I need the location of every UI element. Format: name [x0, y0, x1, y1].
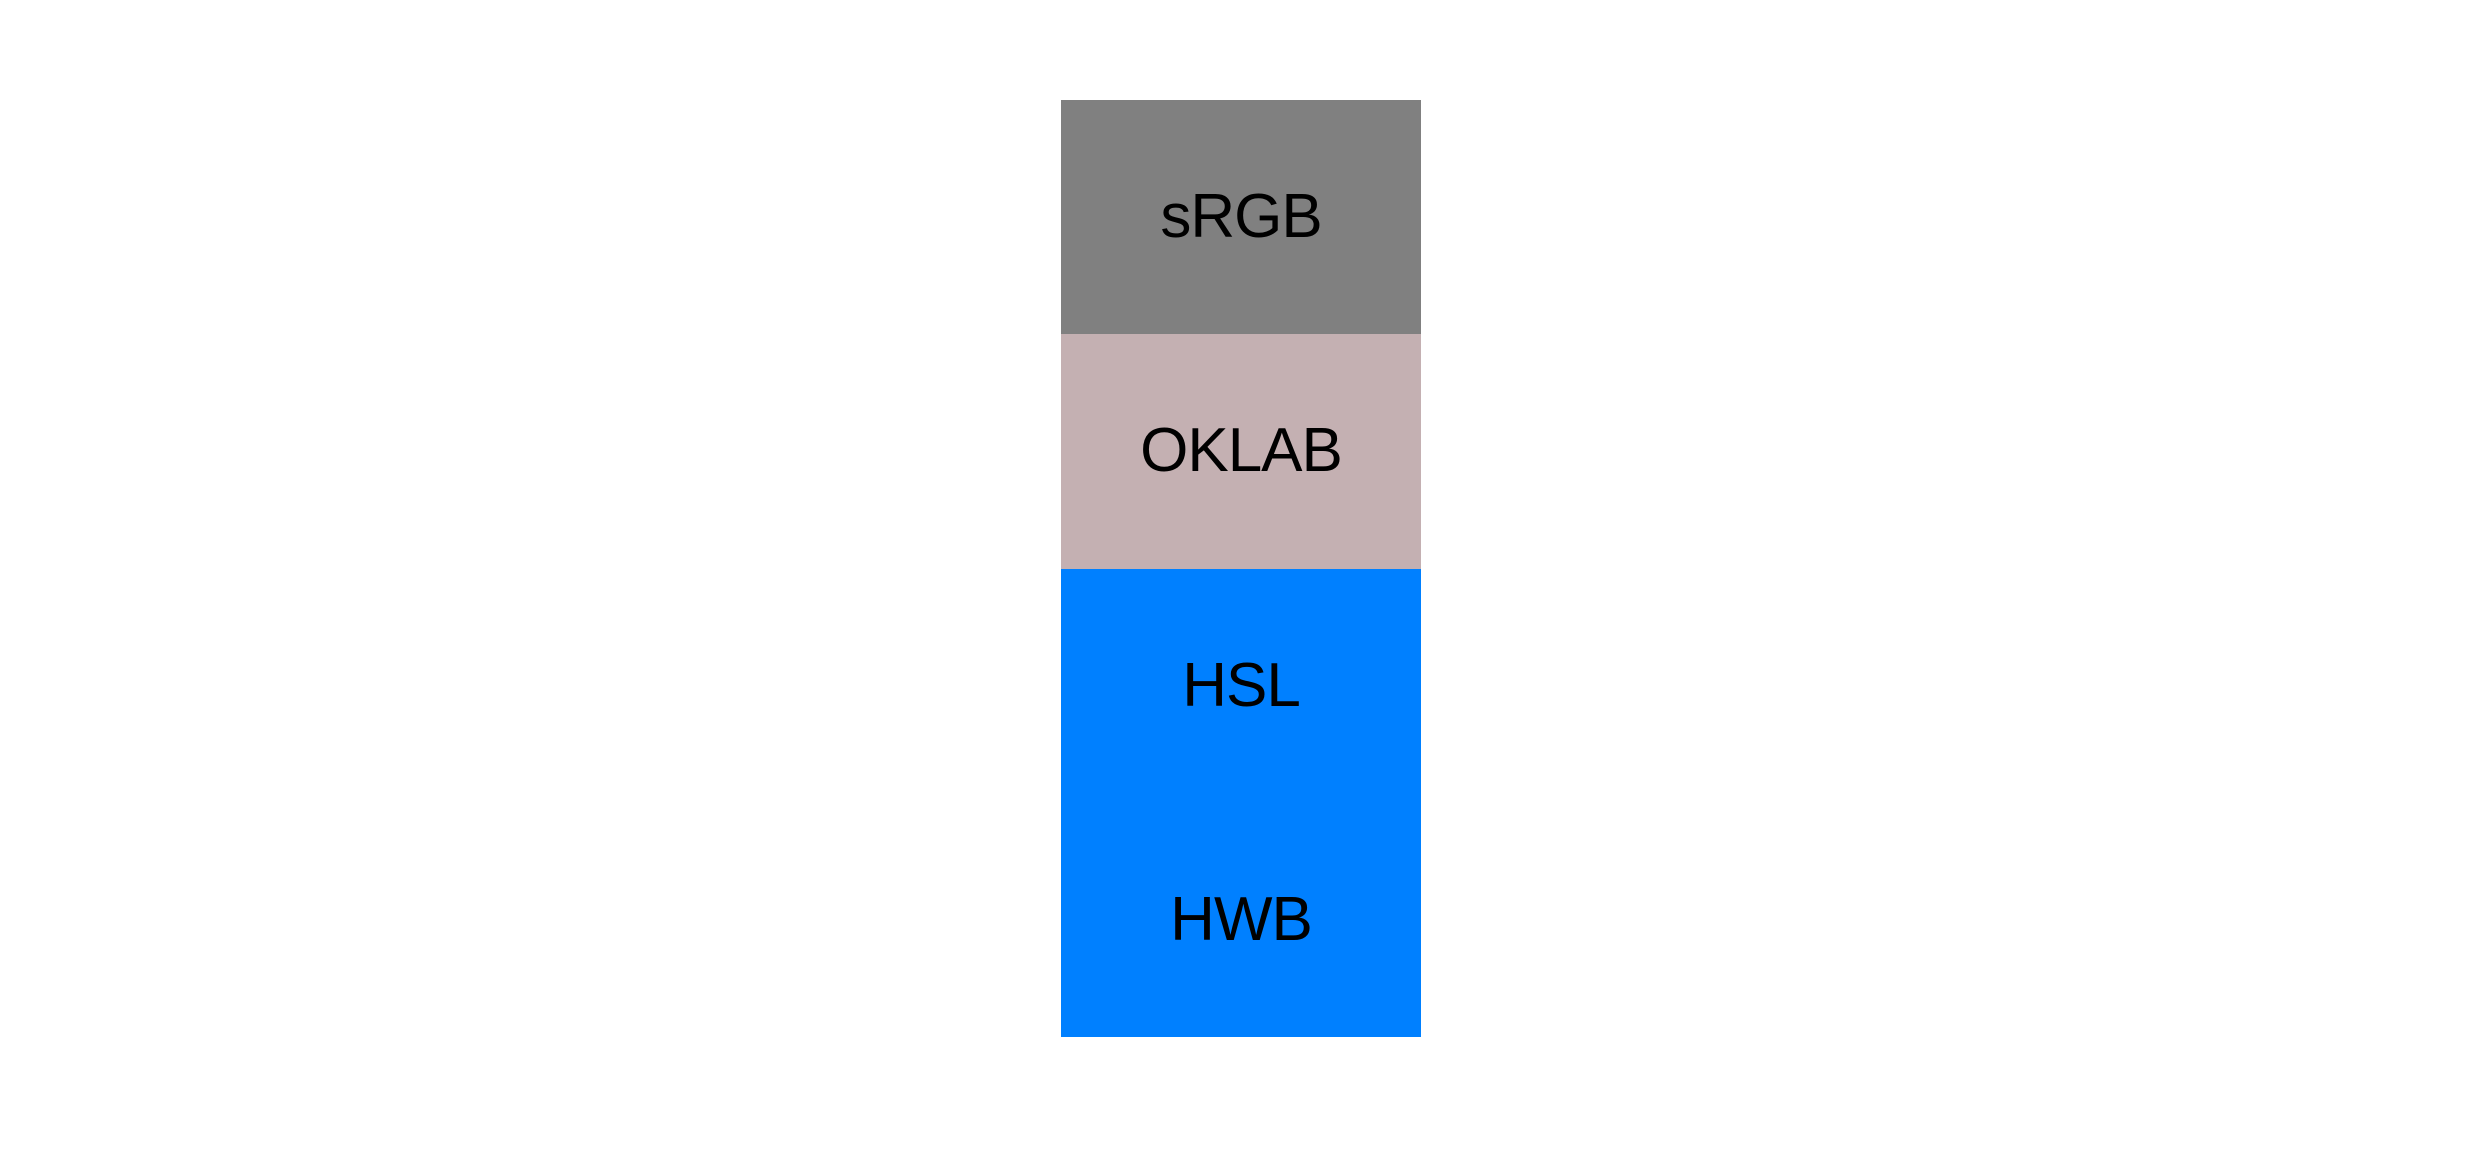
swatch-label-srgb: sRGB: [1160, 182, 1322, 252]
swatch-hwb: HWB: [1061, 802, 1421, 1037]
swatch-srgb: sRGB: [1061, 100, 1421, 335]
color-swatch-stack: sRGB OKLAB HSL HWB: [1061, 100, 1421, 1037]
swatch-oklab: OKLAB: [1061, 334, 1421, 569]
swatch-hsl: HSL: [1061, 568, 1421, 803]
swatch-label-oklab: OKLAB: [1140, 416, 1343, 486]
swatch-label-hsl: HSL: [1182, 650, 1301, 720]
swatch-label-hwb: HWB: [1170, 884, 1313, 954]
